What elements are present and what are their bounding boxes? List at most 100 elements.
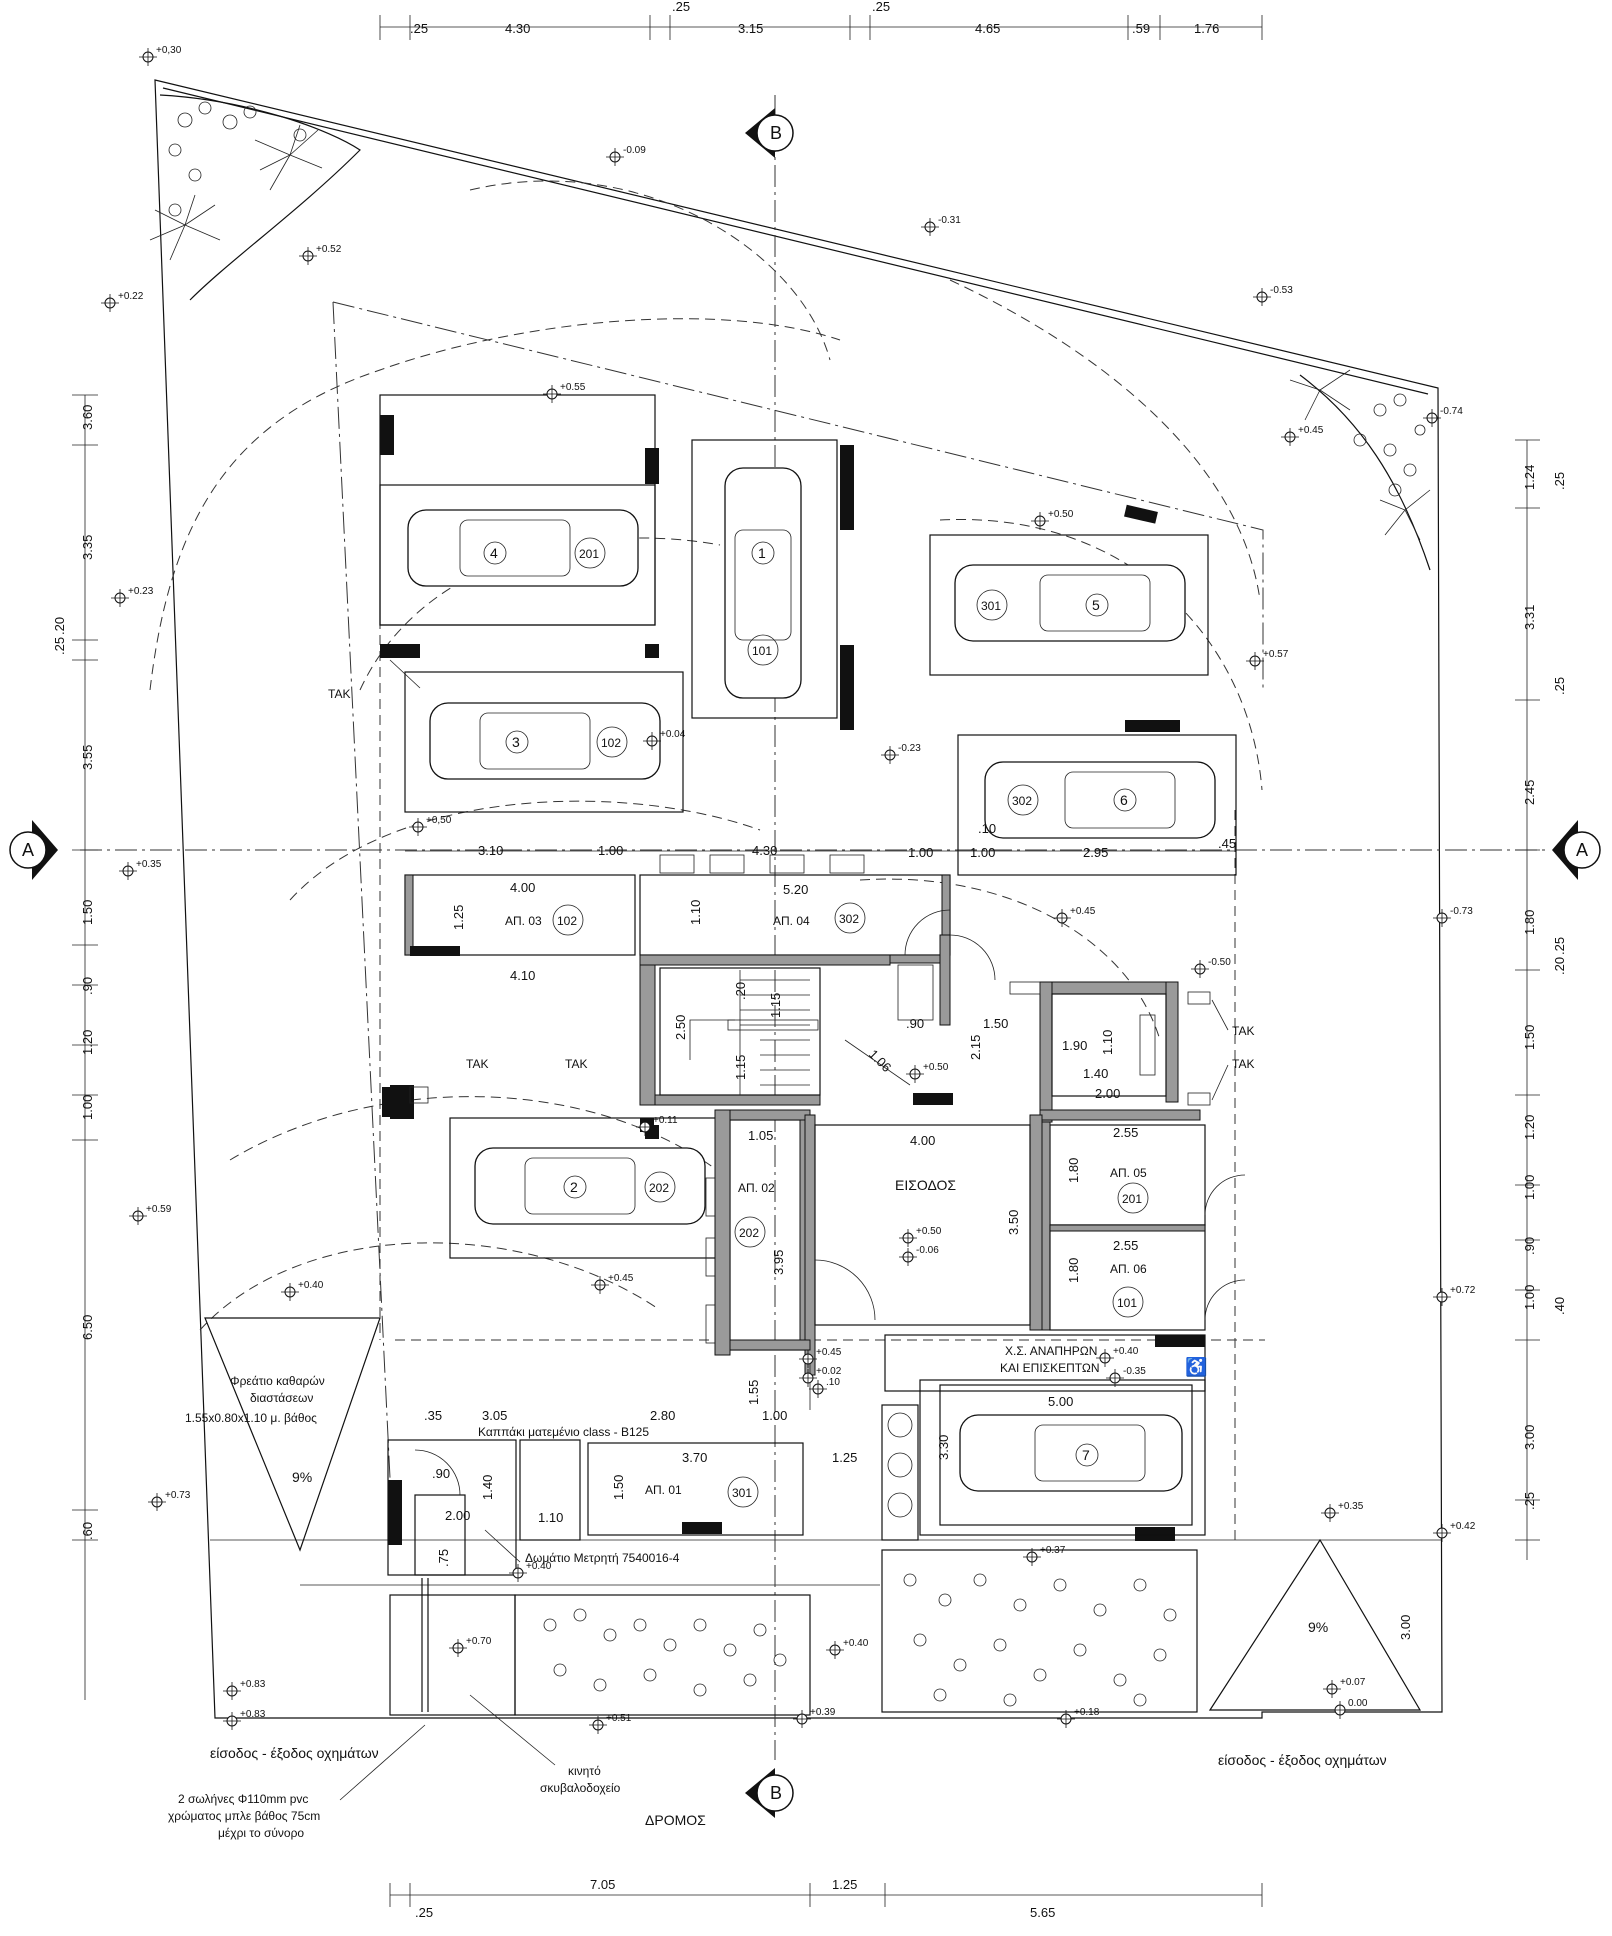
level-marker: -0.73 <box>1433 906 1473 927</box>
dim-int-11: 1.25 <box>451 905 466 930</box>
right-ramp: 9% <box>1208 1538 1422 1711</box>
level-value: +0.70 <box>466 1636 492 1647</box>
pipes-note-1: 2 σωλήνες Φ110mm pvc <box>178 1792 308 1806</box>
level-marker: -0.09 <box>606 145 646 166</box>
level-value: -0.06 <box>916 1245 939 1256</box>
parking-number-1: 1 <box>758 545 766 561</box>
dim-left-3: .20 <box>52 617 67 635</box>
dim-top-8: 1.76 <box>1194 21 1219 36</box>
level-value: +0.57 <box>1263 649 1289 660</box>
level-value: +0.39 <box>810 1707 836 1718</box>
level-value: +0.59 <box>146 1204 172 1215</box>
dim-bottom-3: 1.25 <box>832 1877 857 1892</box>
dim-int-12: 1.10 <box>688 900 703 925</box>
dim-top-6: 4.65 <box>975 21 1000 36</box>
level-marker: +0.39 <box>793 1707 836 1728</box>
level-marker: +0.55 <box>543 382 586 403</box>
storage-label-ap02: ΑΠ. 02 <box>738 1181 775 1195</box>
dim-int-10: 5.20 <box>783 882 808 897</box>
level-marker: +0,30 <box>139 45 182 66</box>
storage-apt-ap01: 301 <box>732 1486 752 1500</box>
tak-label-4: ΤΑΚ <box>1232 1024 1254 1038</box>
dim-top-7: .59 <box>1132 21 1150 36</box>
dim-int-7: .10 <box>978 821 996 836</box>
level-value: +0.50 <box>916 1226 942 1237</box>
level-value: +0.40 <box>298 1280 324 1291</box>
dim-int-30: 2.55 <box>1113 1125 1138 1140</box>
wc-label-line1: Χ.Σ. ΑΝΑΠΗΡΩΝ <box>1005 1344 1097 1358</box>
level-value: +0.45 <box>816 1347 842 1358</box>
dim-right-17: 3.00 <box>1398 1615 1413 1640</box>
setback-lines <box>80 95 1545 1760</box>
dim-bottom-4: 5.65 <box>1030 1905 1055 1920</box>
dim-int-28: 3.95 <box>771 1250 786 1275</box>
dim-int-43: 1.40 <box>480 1475 495 1500</box>
section-marker-a-right: A <box>1552 820 1601 880</box>
dim-int-47: 3.30 <box>936 1435 951 1460</box>
dim-int-27: 4.00 <box>910 1133 935 1148</box>
tak-markers: ΤΑΚ ΤΑΚ ΤΑΚ ΤΑΚ ΤΑΚ <box>328 659 1254 1117</box>
dim-int-32: 2.55 <box>1113 1238 1138 1253</box>
vehicle-note-right: είσοδος - έξοδος οχημάτων <box>1218 1752 1387 1768</box>
storage-label-ap05: ΑΠ. 05 <box>1110 1166 1147 1180</box>
dim-right-13: 1.00 <box>1522 1285 1537 1310</box>
level-value: +0.07 <box>1340 1677 1366 1688</box>
storage-apt-ap06: 101 <box>1117 1296 1137 1310</box>
accessible-wc: Χ.Σ. ΑΝΑΠΗΡΩΝ ΚΑΙ ΕΠΙΣΚΕΠΤΩΝ ♿ <box>881 1334 1207 1541</box>
dim-int-13: 4.10 <box>510 968 535 983</box>
level-marker: +0.73 <box>148 1490 191 1511</box>
storage-apt-ap03: 102 <box>557 914 577 928</box>
dim-int-26: 1.05 <box>748 1128 773 1143</box>
level-marker: +0.42 <box>1433 1521 1476 1542</box>
level-marker: -0.06 <box>899 1245 939 1266</box>
level-marker: +0.11 <box>636 1115 678 1136</box>
dim-right-7: .20 <box>1552 957 1567 975</box>
parking-apt-2: 202 <box>649 1181 669 1195</box>
dim-int-6: 2.95 <box>1083 845 1108 860</box>
planting-top-right <box>1289 369 1431 571</box>
slope-left: 9% <box>292 1469 312 1485</box>
storage-label-ap01: ΑΠ. 01 <box>645 1483 682 1497</box>
lift-shaft <box>1009 981 1201 1123</box>
level-value: +0.02 <box>816 1366 842 1377</box>
dim-int-8: .45 <box>1218 836 1236 851</box>
pipes-note-3: μέχρι το σύνορο <box>218 1826 304 1840</box>
parking-space-4: 4 201 <box>407 509 639 587</box>
dim-int-2: 1.00 <box>598 843 623 858</box>
level-marker: +0.40 <box>826 1638 869 1659</box>
level-value: +0.45 <box>1070 906 1096 917</box>
dim-int-36: 2.80 <box>650 1408 675 1423</box>
interior-dimensions: 3.10 1.00 4.30 1.00 1.00 2.95 .10 .45 4.… <box>405 821 1236 1567</box>
level-value: +0.83 <box>240 1679 266 1690</box>
section-marker-a-left: A <box>9 820 58 880</box>
level-value: +0,30 <box>156 45 182 56</box>
section-marker-b-bottom: B <box>745 1768 794 1818</box>
level-marker: +0.40 <box>509 1561 552 1582</box>
level-value: +0.40 <box>1113 1346 1139 1357</box>
level-marker: +0.02 <box>799 1366 842 1387</box>
wc-label-line2: ΚΑΙ ΕΠΙΣΚΕΠΤΩΝ <box>1000 1361 1100 1375</box>
dim-int-5: 1.00 <box>970 845 995 860</box>
dim-right-3: 3.31 <box>1522 605 1537 630</box>
level-value: +0.52 <box>316 244 342 255</box>
bin-note-2: σκυβαλοδοχείο <box>540 1781 621 1795</box>
slope-right: 9% <box>1308 1619 1328 1635</box>
shrub-icons <box>887 1412 913 1518</box>
dim-int-19: .90 <box>906 1016 924 1031</box>
storage-apt-ap05: 201 <box>1122 1192 1142 1206</box>
level-marker: -0.31 <box>921 215 961 236</box>
dim-right-5: 2.45 <box>1522 780 1537 805</box>
level-value: +0.50 <box>923 1062 949 1073</box>
section-marker-b-top: B <box>745 108 794 158</box>
dim-right-10: 1.20 <box>1522 1115 1537 1140</box>
level-value: +0.35 <box>1338 1501 1364 1512</box>
dim-left-4: .25 <box>52 637 67 655</box>
dim-int-35: 3.05 <box>482 1408 507 1423</box>
level-marker: +0.23 <box>111 586 154 607</box>
dim-int-29: 3.50 <box>1006 1210 1021 1235</box>
parking-number-4: 4 <box>490 545 498 561</box>
dim-left-1: 3.60 <box>80 405 95 430</box>
parking-apt-1: 101 <box>752 644 772 658</box>
dim-right-2: .25 <box>1552 472 1567 490</box>
accessible-icon: ♿ <box>1185 1356 1207 1377</box>
